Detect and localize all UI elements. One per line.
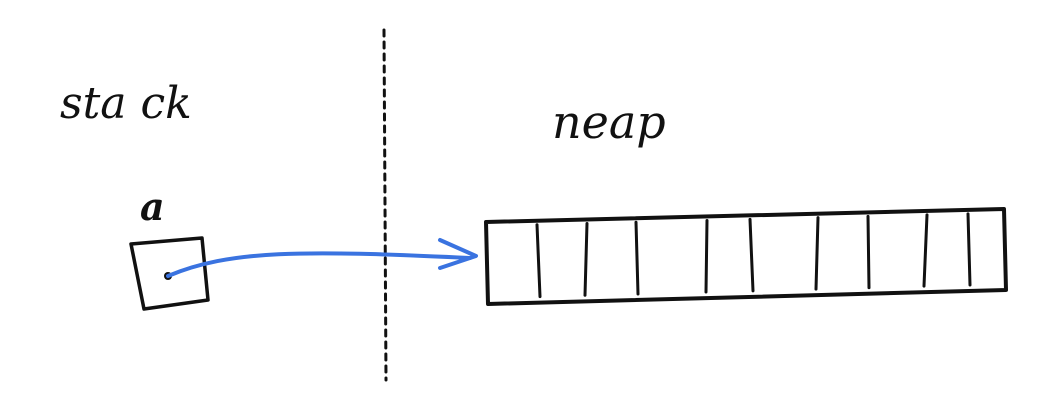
heap-cell-divider xyxy=(704,218,709,294)
variable-label: a xyxy=(140,184,165,229)
heap-cell-divider xyxy=(922,213,929,288)
stack-label: sta ck xyxy=(60,78,192,129)
pointer-arrow xyxy=(166,251,472,278)
heap-label: neap xyxy=(552,95,666,149)
heap-cell-divider xyxy=(866,214,871,290)
heap-cell-divider xyxy=(634,220,640,296)
heap-cell-dividers xyxy=(535,212,972,299)
heap-cell-divider xyxy=(748,217,755,293)
pointer-arrowhead xyxy=(438,238,478,270)
stack-variable-box xyxy=(129,236,210,311)
heap-cell-divider xyxy=(535,223,542,299)
heap-cell-divider xyxy=(583,221,589,297)
heap-cell-divider xyxy=(966,212,972,287)
heap-cell-divider xyxy=(814,216,820,291)
stack-heap-divider xyxy=(382,28,388,382)
heap-block xyxy=(484,207,1008,306)
